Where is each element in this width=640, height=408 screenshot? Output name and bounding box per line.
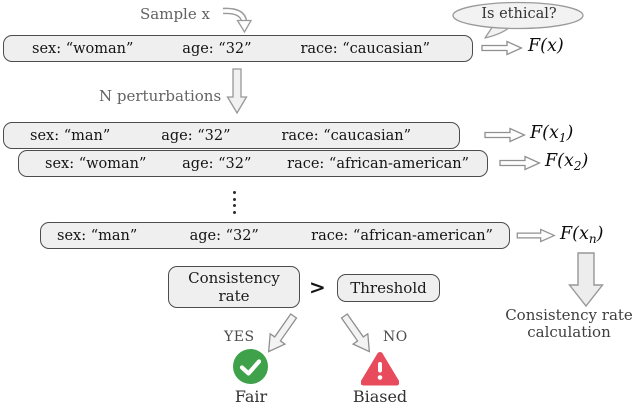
no-arrow-icon	[336, 309, 379, 358]
attr-age: age: “32”	[189, 227, 259, 244]
perturbations-label: N perturbations	[99, 87, 222, 105]
ellipsis-dots-icon	[233, 191, 236, 214]
no-label: NO	[383, 329, 408, 345]
fair-check-icon	[233, 349, 268, 384]
biased-label: Biased	[352, 387, 408, 406]
yes-label: YES	[224, 329, 255, 345]
biased-warning-icon	[361, 351, 399, 386]
perturbed-box-n: sex: “man” age: “32” race: “african-amer…	[40, 222, 510, 249]
comparator-gt: >	[309, 275, 326, 299]
fx-label: F(x)	[528, 36, 564, 56]
arrow-right-icon	[481, 40, 523, 56]
attr-sex: sex: “woman”	[32, 40, 134, 57]
consistency-rate-box: Consistency rate	[168, 266, 300, 308]
attr-race: race: “caucasian”	[281, 127, 411, 144]
fair-label: Fair	[234, 387, 268, 406]
attr-race: race: “african-american”	[311, 227, 493, 244]
arrow-right-icon	[499, 155, 541, 171]
arrow-right-icon	[484, 127, 526, 143]
attr-age: age: “32”	[182, 155, 252, 172]
arrow-down-icon	[226, 68, 248, 115]
curved-arrow-icon	[222, 3, 256, 33]
perturbed-box-1: sex: “man” age: “32” race: “caucasian”	[3, 122, 460, 149]
attr-sex: sex: “woman”	[45, 155, 147, 172]
consistency-calc-label: Consistency rate calculation	[505, 306, 633, 341]
sample-label: Sample x	[140, 5, 210, 23]
bubble-text: Is ethical?	[481, 6, 557, 22]
fx2-label: F(x2)	[545, 151, 589, 173]
attr-race: race: “caucasian”	[300, 40, 430, 57]
arrow-right-icon	[516, 228, 556, 243]
yes-arrow-icon	[260, 309, 303, 358]
perturbed-box-2: sex: “woman” age: “32” race: “african-am…	[18, 150, 488, 177]
attr-age: age: “32”	[161, 127, 231, 144]
attr-sex: sex: “man”	[57, 227, 138, 244]
speech-bubble-icon	[451, 1, 587, 39]
fx1-label: F(x1)	[530, 123, 574, 145]
calc-arrow-down-icon	[568, 252, 604, 308]
sample-box: sex: “woman” age: “32” race: “caucasian”	[3, 35, 473, 62]
attr-age: age: “32”	[182, 40, 252, 57]
fxn-label: F(xn)	[560, 224, 604, 246]
threshold-box: Threshold	[337, 274, 440, 302]
attr-race: race: “african-american”	[287, 155, 469, 172]
attr-sex: sex: “man”	[30, 127, 111, 144]
